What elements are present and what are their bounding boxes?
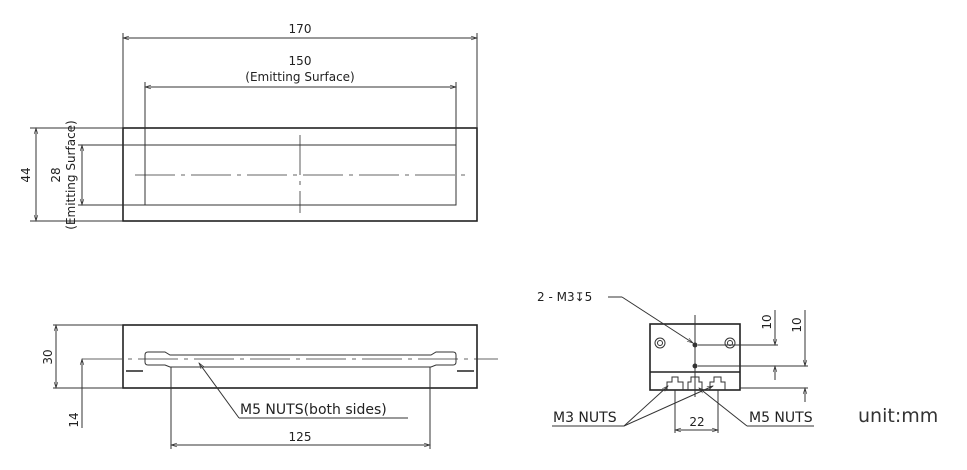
dim-170: 170 <box>289 22 312 36</box>
dim-30: 30 <box>41 349 55 364</box>
top-view: 170 150 (Emitting Surface) 44 28 (Emitti… <box>19 22 477 230</box>
dim-44: 44 <box>19 167 33 182</box>
m3-slot-left <box>666 376 684 390</box>
dim-14: 14 <box>67 412 81 427</box>
m3-slot-right <box>709 376 726 390</box>
housing-outline <box>122 127 478 222</box>
dim-150: 150 <box>289 54 312 68</box>
m5-nuts-both-sides-label: M5 NUTS(both sides) <box>240 402 387 418</box>
dim-22: 22 <box>689 415 704 429</box>
dim-125: 125 <box>289 430 312 444</box>
dim-28: 28 <box>49 167 63 182</box>
m5-nuts-label: M5 NUTS <box>749 410 813 426</box>
emitting-surface-label-vertical: (Emitting Surface) <box>64 120 78 229</box>
dim-10-b: 10 <box>790 317 804 332</box>
m5-slot <box>687 376 703 390</box>
mount-hole-right-icon <box>724 337 736 349</box>
m3-nuts-label: M3 NUTS <box>553 410 617 426</box>
housing-side-outline <box>122 324 478 389</box>
nut-slot <box>144 351 457 368</box>
unit-label: unit:mm <box>858 405 938 427</box>
emitting-surface-label: (Emitting Surface) <box>245 70 354 84</box>
m3-hole-label: 2 - M3↧5 <box>537 290 592 304</box>
side-view: 30 14 125 M5 NUTS(both sides) <box>41 325 498 449</box>
end-view: 2 - M3↧5 10 10 22 M3 NUTS M5 NUTS <box>537 290 814 433</box>
dim-10-a: 10 <box>760 314 774 329</box>
mount-hole-left-icon <box>654 337 666 349</box>
